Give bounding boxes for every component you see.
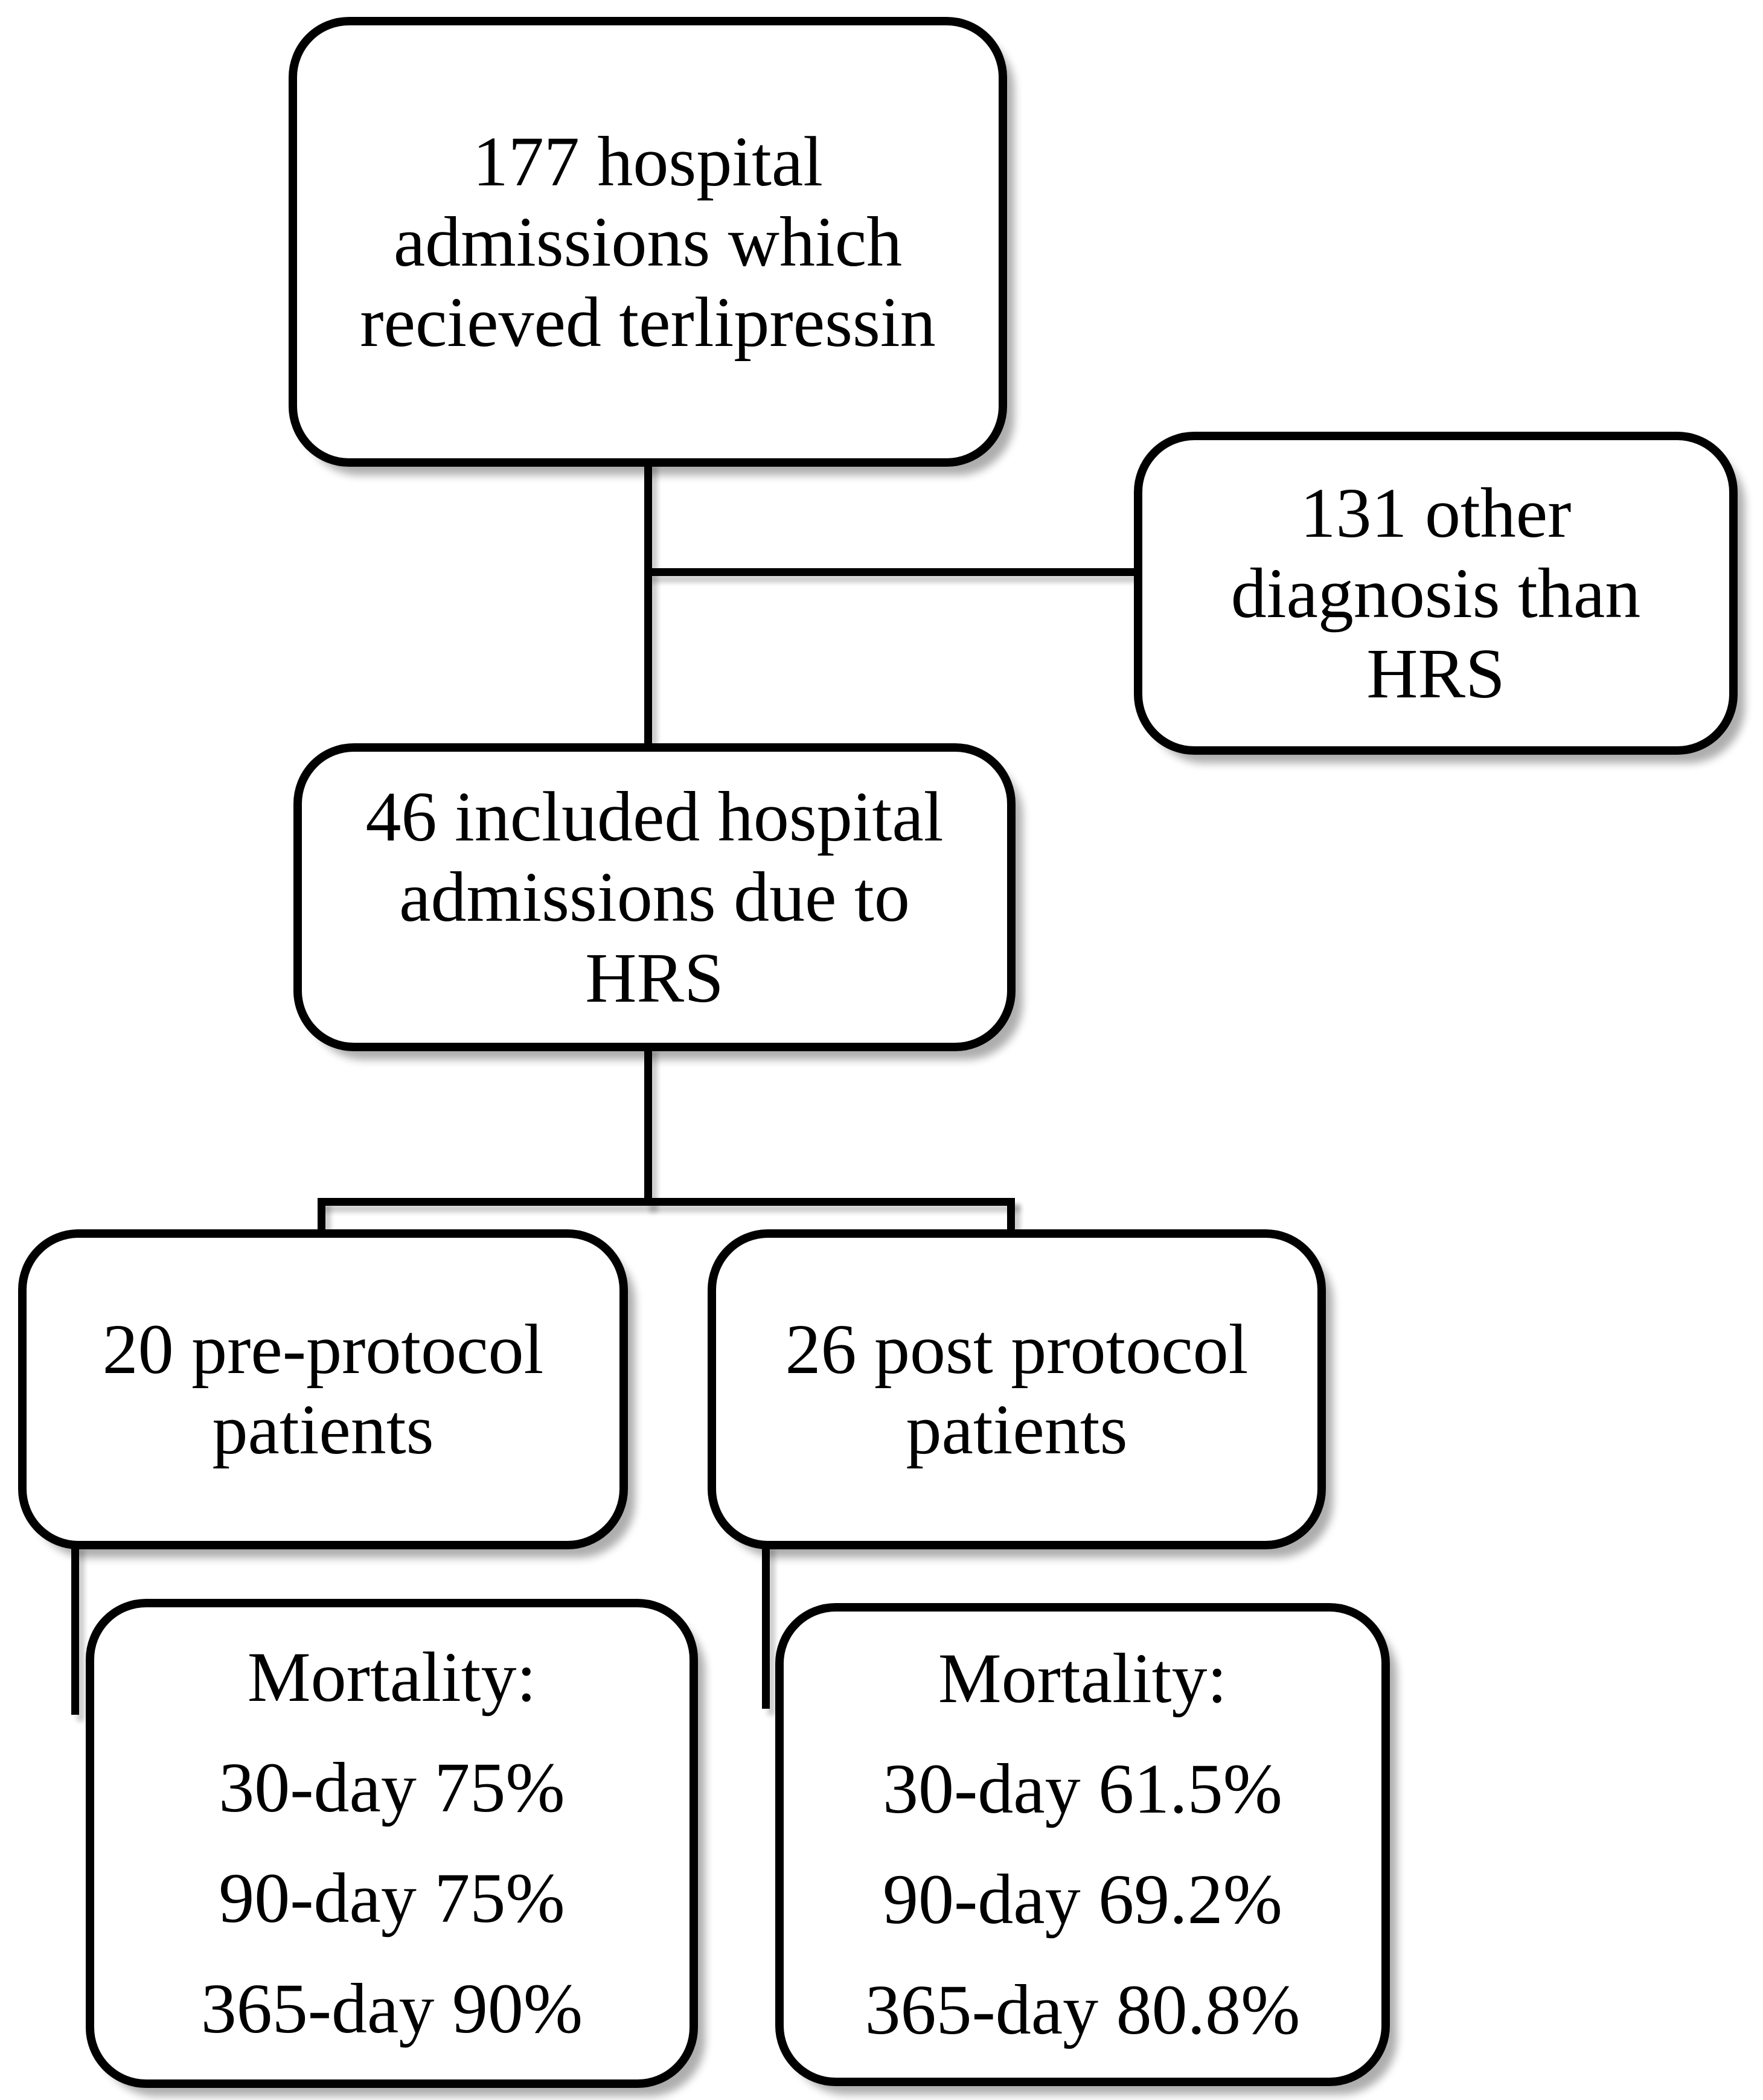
box-pre-mortality-365day: 365-day 90% [200, 1968, 583, 2048]
box-pre-mortality-30day: 30-day 75% [219, 1748, 565, 1828]
box-admissions-total-line: recieved terlipressin [360, 283, 936, 362]
box-other-diagnosis-line: 131 other [1300, 473, 1572, 552]
box-other-diagnosis-line: diagnosis than [1230, 553, 1641, 633]
box-included-hrs-line: admissions due to [399, 857, 910, 937]
box-admissions-total-line: 177 hospital [472, 121, 824, 201]
connector-included-to-bracket [644, 1045, 652, 1206]
box-post-mortality-365day: 365-day 80.8% [865, 1970, 1301, 2049]
connector-post-to-mortality [762, 1543, 770, 1709]
connector-branch-to-excluded [644, 568, 1141, 576]
box-pre-protocol: 20 pre-protocol patients [18, 1229, 628, 1549]
box-post-protocol: 26 post protocol patients [708, 1229, 1326, 1549]
box-post-mortality: Mortality: 30-day 61.5% 90-day 69.2% 365… [775, 1603, 1390, 2086]
box-post-protocol-line: 26 post protocol [785, 1309, 1249, 1389]
box-pre-protocol-line: 20 pre-protocol [102, 1309, 544, 1389]
box-post-protocol-line: patients [906, 1390, 1128, 1469]
box-pre-mortality: Mortality: 30-day 75% 90-day 75% 365-day… [86, 1599, 698, 2088]
box-other-diagnosis: 131 other diagnosis than HRS [1134, 432, 1738, 755]
box-admissions-total: 177 hospital admissions which recieved t… [289, 17, 1007, 467]
box-pre-mortality-title: Mortality: [247, 1637, 537, 1717]
connector-bracket-horizontal [318, 1198, 1015, 1206]
box-post-mortality-title: Mortality: [938, 1639, 1227, 1718]
box-admissions-total-line: admissions which [393, 202, 903, 281]
box-pre-protocol-line: patients [212, 1390, 434, 1469]
connector-bracket-left-stub [318, 1198, 325, 1235]
box-post-mortality-30day: 30-day 61.5% [883, 1749, 1282, 1829]
connector-bracket-right-stub [1007, 1198, 1015, 1235]
box-pre-mortality-90day: 90-day 75% [219, 1858, 565, 1938]
connector-pre-to-mortality [71, 1543, 79, 1715]
connector-top-to-included [644, 459, 652, 752]
box-post-mortality-90day: 90-day 69.2% [883, 1860, 1282, 1939]
box-included-hrs-line: 46 included hospital [365, 777, 944, 856]
box-included-hrs: 46 included hospital admissions due to H… [293, 743, 1016, 1051]
box-other-diagnosis-line: HRS [1366, 634, 1505, 714]
box-included-hrs-line: HRS [585, 938, 724, 1017]
